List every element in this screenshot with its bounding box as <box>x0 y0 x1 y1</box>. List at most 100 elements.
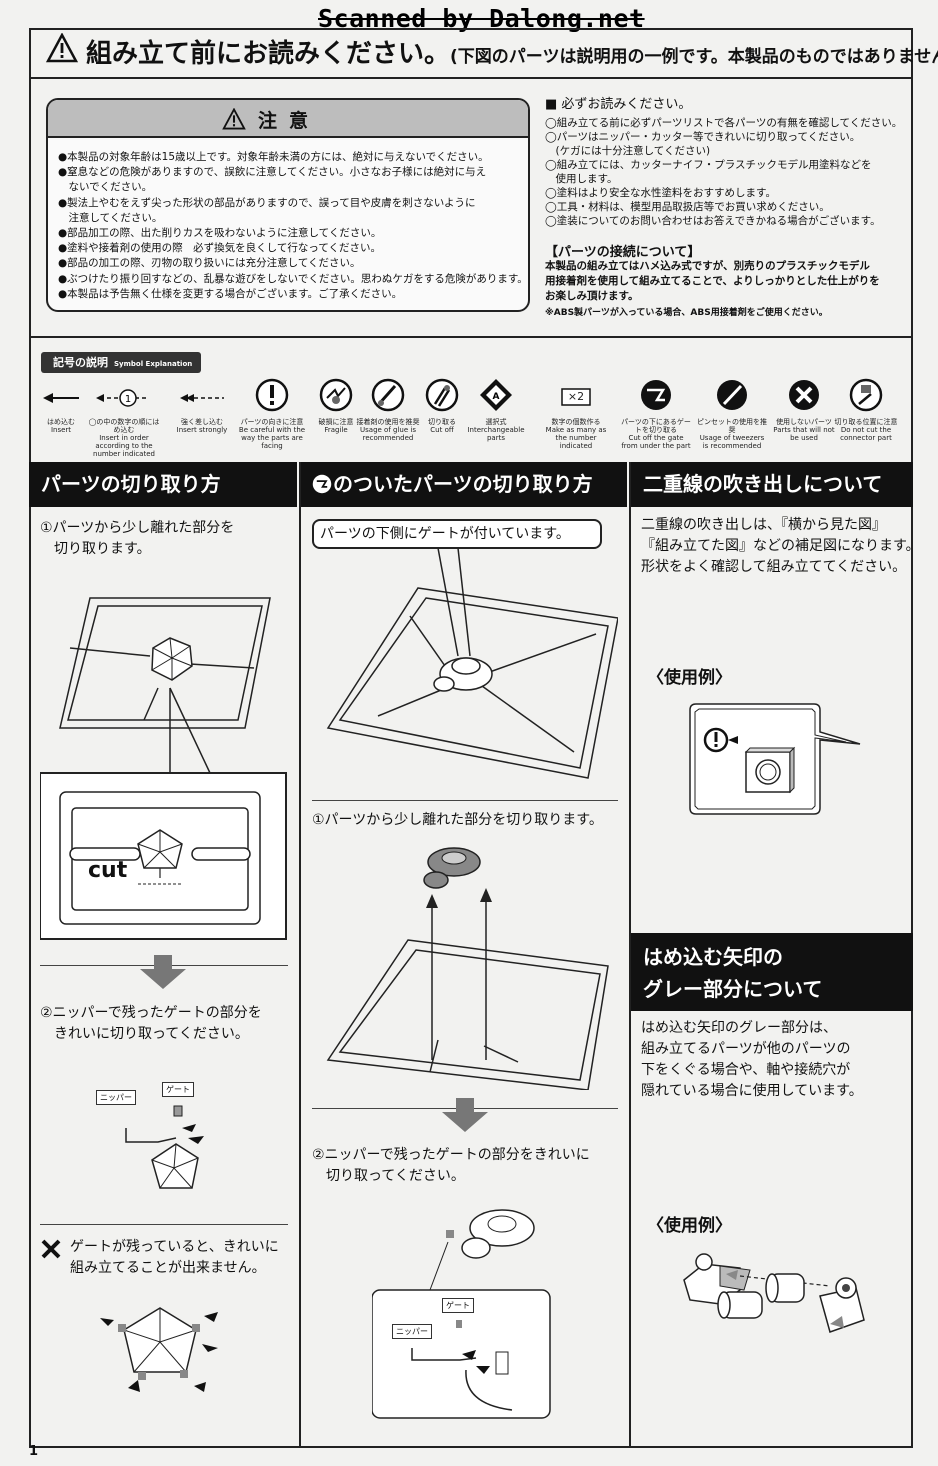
col3-body2-line2: 組み立てるパーツが他のパーツの <box>641 1041 851 1057</box>
symbol-jp: パーツの向きに注意 <box>240 418 304 426</box>
heading-cutting-gate-parts: のついたパーツの切り取り方 <box>301 462 627 507</box>
column-divider <box>299 462 301 1448</box>
caution-list: ●本製品の対象年齢は15歳以上です。対象年齢未満の方には、絶対に与えないでくださ… <box>58 150 528 302</box>
column-divider <box>629 462 631 1448</box>
symbol-jp: 強く差し込む <box>181 418 223 426</box>
note-item: ◯塗料はより安全な水性塗料をおすすめします。 <box>545 187 776 199</box>
runner-diagram <box>40 597 287 940</box>
numbered-arrow-icon: 1 <box>96 389 148 407</box>
symbol-en: Insert in order according to the number … <box>93 434 155 458</box>
heading-grey-arrow-line2: グレー部分について <box>643 977 823 1001</box>
under-gate-icon <box>641 380 671 410</box>
page-title-main: 組み立て前にお読みください。 <box>86 39 451 69</box>
heading-grey-arrow: はめ込む矢印の グレー部分について <box>631 933 913 1011</box>
col3-body2-line4: 隠れている場合に使用しています。 <box>641 1083 863 1099</box>
read-notes: ■ 必ずお読みください。 ◯組み立てる前に必ずパーツリストで各パーツの有無を確認… <box>545 98 905 228</box>
grey-arrow-diagram <box>683 1253 865 1333</box>
caution-item: 注意してください。 <box>58 211 163 224</box>
joint-title: 【パーツの接続について】 <box>545 245 701 260</box>
symbol-en: Make as many as the number indicated <box>545 426 607 450</box>
caution-item: ●製法上やむをえず尖った形状の部品がありますので、誤って目や皮膚を刺さないように <box>58 196 476 209</box>
col2-step1: ①パーツから少し離れた部分を切り取ります。 <box>312 812 603 828</box>
col3-body2-line1: はめ込む矢印のグレー部分は、 <box>641 1020 837 1036</box>
col3-body-line1: 二重線の吹き出しは、『横から見た図』 <box>641 517 886 533</box>
heading-grey-arrow-line1: はめ込む矢印の <box>643 945 783 969</box>
symbol-jp: 接着剤の使用を推奨 <box>356 418 420 426</box>
symbol-en: Usage of glue is recommended <box>360 426 416 442</box>
nipper-label: ニッパー <box>96 1090 136 1105</box>
page-number: 1 <box>29 1444 39 1459</box>
joint-note: ※ABS製パーツが入っている場合、ABS用接着剤をご使用ください。 <box>545 308 828 318</box>
gate-runner-diagram <box>326 548 618 779</box>
symbol-jp: ◯の中の数字の順にはめ込む <box>88 418 160 434</box>
cross-icon <box>41 1239 61 1259</box>
not-used-icon <box>789 380 819 410</box>
cut-position-icon <box>849 378 883 412</box>
caution-item: ●部品加工の際、出た削りカスを吸わないように注意してください。 <box>58 227 382 240</box>
svg-text:A: A <box>493 392 500 402</box>
symbol-jp: 数字の個数作る <box>551 418 601 426</box>
bad-cut-diagram <box>100 1307 218 1392</box>
caution-item: ●本製品の対象年齢は15歳以上です。対象年齢未満の方には、絶対に与えないでくださ… <box>58 151 489 163</box>
read-notes-title: ■ 必ずお読みください。 <box>545 97 692 112</box>
col1-step2-line1: ②ニッパーで残ったゲートの部分を <box>40 1005 262 1021</box>
note-item: ◯工具・材料は、模型用品取扱店等でお買い求めください。 <box>545 201 830 213</box>
double-arrow-icon <box>180 394 224 402</box>
page-title: 組み立て前にお読みください。(下図のパーツは説明用の一例です。本製品のものではあ… <box>86 33 938 70</box>
note-item: ◯組み立てには、カッターナイフ・プラスチックモデル用塗料などを <box>545 159 872 171</box>
symbol-en: Parts that will not be used <box>773 426 835 442</box>
symbol-jp: 破損に注意 <box>318 418 354 426</box>
caution-item: ●塗料や接着剤の使用の際 必ず換気を良くして行なってください。 <box>58 242 382 255</box>
nipper-label: ニッパー <box>392 1324 432 1339</box>
page-frame <box>29 28 913 1448</box>
symbol-en: Insert strongly <box>176 426 228 434</box>
note-item: ◯組み立てる前に必ずパーツリストで各パーツの有無を確認してください。 <box>545 117 903 129</box>
caution-item: ●本製品は予告無く仕様を変更する場合がございます。ご了承ください。 <box>58 287 403 300</box>
caution-item: ●ぶつけたり振り回すなどの、乱暴な遊びをしないでください。思わぬケガをする危険が… <box>58 272 528 285</box>
example-label: 〈使用例〉 <box>647 1216 732 1236</box>
gate-callout: パーツの下側にゲートが付いています。 <box>312 519 602 549</box>
cut-label: cut <box>88 858 128 883</box>
exclamation-icon <box>255 378 289 412</box>
double-line-callout-diagram <box>689 703 861 815</box>
gate-label: ゲート <box>162 1082 194 1097</box>
down-arrow-icon <box>140 955 186 989</box>
caution-title: 注意 <box>258 110 321 132</box>
interchangeable-icon: A <box>480 379 512 411</box>
warning-icon <box>222 107 246 134</box>
fragile-icon <box>319 378 353 412</box>
step-divider <box>312 800 618 801</box>
gate-cut-runner-diagram <box>326 847 609 1090</box>
note-item: ◯パーツはニッパー・カッター等できれいに切り取ってください。 <box>545 131 861 143</box>
header-divider <box>29 77 913 79</box>
section-divider <box>29 336 913 338</box>
multiplier-label: ×2 <box>567 390 585 403</box>
nipper-icon <box>425 378 459 412</box>
heading-double-line-callout: 二重線の吹き出しについて <box>631 462 913 507</box>
multiplier-icon <box>561 388 591 406</box>
under-gate-icon <box>311 472 333 496</box>
symbol-badge-title: 記号の説明 <box>53 356 108 369</box>
symbol-jp: 使用しないパーツ <box>776 418 832 426</box>
col1-step1-line1: ①パーツから少し離れた部分を <box>40 520 235 536</box>
caution-item: ●部品の加工の際、刃物の取り扱いには充分注意してください。 <box>58 257 361 270</box>
step-divider <box>40 1224 288 1225</box>
down-arrow-icon <box>442 1098 488 1132</box>
joint-line: お楽しみ頂けます。 <box>545 290 639 302</box>
col3-body2-line3: 下をくぐる場合や、軸や接続穴が <box>641 1062 851 1078</box>
col3-body-line2: 『組み立てた図』などの補足図になります。 <box>641 538 920 554</box>
note-item: ◯塗装についてのお問い合わせはお答えできかねる場合がございます。 <box>545 215 881 227</box>
page-title-subtitle: (下図のパーツは説明用の一例です。本製品のものではありません。) <box>450 47 938 67</box>
warning-icon <box>45 32 79 67</box>
symbol-en: Do not cut the connector part <box>840 426 892 442</box>
symbol-jp: ピンセットの使用を推奨 <box>697 418 767 434</box>
